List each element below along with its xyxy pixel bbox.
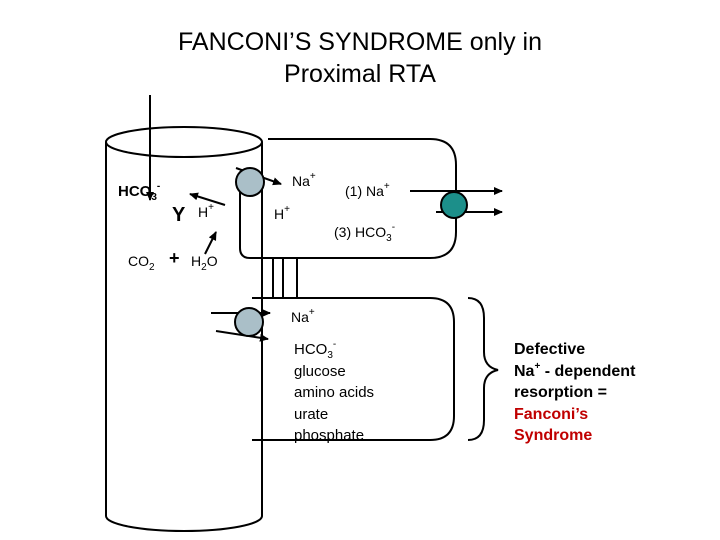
tight-junction-lines xyxy=(272,258,298,298)
solute-phosphate: phosphate xyxy=(294,427,365,444)
conclusion-line-2: Na+ - dependent xyxy=(514,360,636,380)
co2-label: CO2 xyxy=(128,253,155,273)
right-bracket xyxy=(467,297,499,441)
conclusion-text: Defective Na+ - dependent resorption = F… xyxy=(514,339,635,447)
solute-urate: urate xyxy=(294,405,329,423)
reabsorbed-solutes-list: HCO3- glucose amino acids urate phosphat… xyxy=(294,339,374,447)
reaction-arrow-glyph: Y xyxy=(172,204,186,226)
conclusion-line-3: resorption = xyxy=(514,384,607,401)
lower-na-label: Na+ xyxy=(291,307,315,326)
upper-h-label: H+ xyxy=(274,204,290,223)
lower-tubule-cell xyxy=(252,297,455,441)
solute-hco3: HCO3- xyxy=(294,339,337,361)
h-secretion-arrow xyxy=(189,192,226,206)
title-line-1: FANCONI’S SYNDROME only in xyxy=(178,28,542,56)
solute-amino-acids: amino acids xyxy=(294,384,375,401)
title-line-2: Proximal RTA xyxy=(284,60,436,88)
lumen-hco3-label: HCO3- xyxy=(118,181,161,203)
upper-na-label: Na+ xyxy=(292,171,316,190)
upper-na-h-exchanger xyxy=(235,167,265,197)
basolateral-na-hco3-cotransporter xyxy=(440,191,468,219)
solute-glucose: glucose xyxy=(294,362,346,380)
co2-to-h-arrow xyxy=(204,231,217,255)
conclusion-line-1: Defective xyxy=(514,341,586,358)
conclusion-line-5: Syndrome xyxy=(514,427,593,444)
upper-tubule-cell xyxy=(239,138,457,259)
plus-sign: + xyxy=(169,248,180,268)
basolateral-na-label: (1) Na+ xyxy=(345,181,390,200)
conclusion-line-4: Fanconi’s xyxy=(514,405,589,423)
lumen-h-label: H+ xyxy=(198,202,214,221)
lower-na-cotransporter xyxy=(234,307,264,337)
h2o-label: H2O xyxy=(191,253,218,273)
basolateral-hco3-label: (3) HCO3- xyxy=(334,222,396,244)
